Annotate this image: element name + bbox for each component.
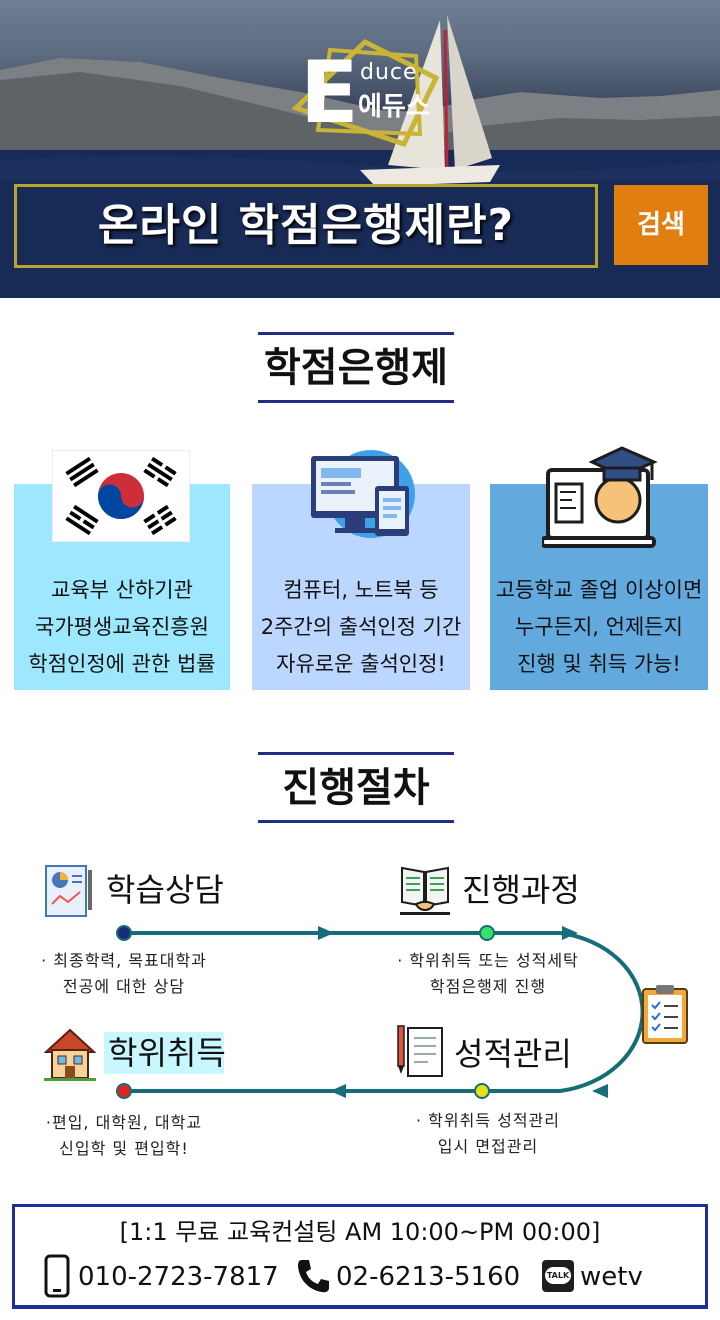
telephone-icon — [298, 1260, 329, 1293]
mobile-number-link[interactable]: 010-2723-7817 — [78, 1262, 279, 1292]
step-notes-progress: · 학위취득 또는 성적세탁 학점은행제 진행 — [372, 948, 604, 1000]
degree-highlight — [104, 1032, 224, 1074]
logo-diamond-frame-icon — [291, 38, 440, 148]
logo-sub: duce — [360, 60, 418, 85]
card-line: 교육부 산하기관 — [51, 578, 193, 602]
section-header-procedure: 진행절차 — [258, 752, 454, 824]
section-title: 학점은행제 — [264, 345, 448, 391]
grade-document-icon — [397, 1025, 443, 1077]
hero-banner: E duce 에듀스 — [0, 0, 720, 298]
step-note: 신입학 및 편입학! — [59, 1139, 189, 1158]
logo-korean: 에듀스 — [358, 92, 430, 122]
section-title: 진행절차 — [282, 765, 430, 811]
step-note: · 최종학력, 목표대학과 — [41, 951, 207, 970]
footer-bottom-bar — [12, 1305, 708, 1309]
house-icon — [44, 1028, 96, 1081]
step-title-degree: 학위취득 — [108, 1034, 226, 1072]
step-notes-consult: · 최종학력, 목표대학과 전공에 대한 상담 — [14, 948, 234, 1000]
step-title-consult: 학습상담 — [106, 871, 224, 909]
card-line: 컴퓨터, 노트북 등 — [283, 578, 439, 602]
step-notes-grades: · 학위취득 성적관리 입시 면접관리 — [372, 1108, 604, 1160]
clipboard-checklist-icon — [642, 985, 688, 1044]
computer-laptop-icon — [311, 450, 415, 538]
step-note: 학점은행제 진행 — [429, 977, 547, 996]
report-chart-icon — [45, 865, 92, 917]
section-header-credit-bank: 학점은행제 — [258, 332, 454, 404]
section-top-bar — [258, 752, 454, 755]
card-text: 고등학교 졸업 이상이면 누구든지, 언제든지 진행 및 취득 가능! — [490, 572, 708, 683]
card-line: 누구든지, 언제든지 — [515, 615, 683, 639]
section-bottom-bar — [258, 400, 454, 403]
consulting-hours: [1:1 무료 교육컨설팅 AM 10:00~PM 00:00] — [119, 1218, 601, 1246]
logo-letter: E — [300, 43, 359, 143]
card-line: 학점인정에 관한 법률 — [28, 652, 216, 676]
kakao-id-link[interactable]: wetv — [580, 1262, 643, 1292]
step-note: · 학위취득 또는 성적세탁 — [397, 951, 579, 970]
step-title-progress: 진행과정 — [462, 871, 580, 909]
graduate-laptop-icon — [542, 446, 658, 548]
card-line: 자유로운 출석인정! — [276, 652, 446, 676]
mobile-phone-icon — [44, 1254, 70, 1298]
reading-book-icon — [400, 866, 450, 915]
step-note: ·편입, 대학원, 대학교 — [45, 1113, 203, 1132]
step-note: · 학위취득 성적관리 — [415, 1111, 561, 1130]
step-note: 전공에 대한 상담 — [62, 977, 186, 996]
step-title-grades: 성적관리 — [454, 1035, 572, 1073]
phone-number-link[interactable]: 02-6213-5160 — [336, 1262, 521, 1292]
card-line: 국가평생교육진흥원 — [35, 615, 209, 639]
info-card-attendance: 컴퓨터, 노트북 등 2주간의 출석인정 기간 자유로운 출석인정! — [252, 484, 470, 690]
card-line: 2주간의 출석인정 기간 — [260, 615, 462, 639]
card-line: 진행 및 취득 가능! — [517, 652, 681, 676]
card-line: 고등학교 졸업 이상이면 — [495, 578, 703, 602]
kakao-badge-text: TALK — [546, 1271, 570, 1280]
search-button[interactable]: 검색 — [614, 185, 708, 265]
kakao-talk-icon: TALK — [542, 1260, 574, 1292]
step-notes-degree: ·편입, 대학원, 대학교 신입학 및 편입학! — [14, 1110, 234, 1162]
step-note: 입시 면접관리 — [437, 1137, 539, 1156]
card-text: 컴퓨터, 노트북 등 2주간의 출석인정 기간 자유로운 출석인정! — [252, 572, 470, 683]
process-flow-line — [116, 925, 645, 1099]
educe-logo: E duce 에듀스 — [290, 38, 440, 148]
page-title: 온라인 학점은행제란? — [97, 200, 515, 251]
korea-flag-icon — [52, 450, 190, 542]
section-top-bar — [258, 332, 454, 335]
section-bottom-bar — [258, 820, 454, 823]
hero-title-frame — [14, 184, 598, 268]
contact-footer — [12, 1204, 708, 1308]
card-text: 교육부 산하기관 국가평생교육진흥원 학점인정에 관한 법률 — [14, 572, 230, 683]
